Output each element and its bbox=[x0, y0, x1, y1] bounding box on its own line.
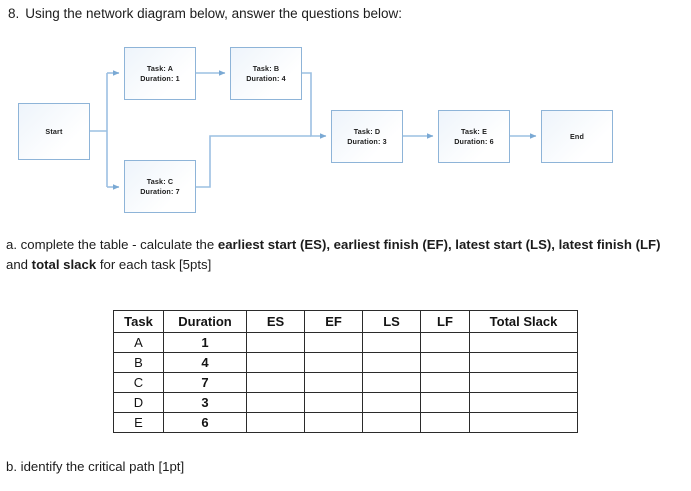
part-a-bold-slack: total slack bbox=[31, 257, 97, 272]
cell-lf[interactable] bbox=[420, 392, 470, 413]
part-a-seg3: for each task [5pts] bbox=[96, 257, 212, 272]
cell-ls[interactable] bbox=[362, 372, 421, 393]
cell-slack[interactable] bbox=[469, 372, 578, 393]
table-row: E 6 bbox=[113, 412, 578, 433]
question-prompt: Using the network diagram below, answer … bbox=[25, 6, 402, 21]
cell-ef[interactable] bbox=[304, 332, 363, 353]
node-end-label: End bbox=[569, 131, 585, 141]
node-a-duration: Duration: 1 bbox=[140, 73, 180, 83]
table-row: A 1 bbox=[113, 332, 578, 353]
cell-es[interactable] bbox=[246, 392, 305, 413]
node-start-label: Start bbox=[45, 126, 63, 136]
cell-ef[interactable] bbox=[304, 412, 363, 433]
cell-task: A bbox=[113, 332, 164, 353]
cell-lf[interactable] bbox=[420, 412, 470, 433]
cell-es[interactable] bbox=[246, 372, 305, 393]
part-b-instructions: b. identify the critical path [1pt] bbox=[6, 459, 185, 474]
diagram-node-task-a[interactable]: Task: A Duration: 1 bbox=[124, 47, 196, 100]
cell-task: E bbox=[113, 412, 164, 433]
edge-b-to-d bbox=[302, 72, 327, 139]
diagram-node-end[interactable]: End bbox=[541, 110, 613, 163]
table-row: D 3 bbox=[113, 392, 578, 413]
cell-ef[interactable] bbox=[304, 352, 363, 373]
cell-slack[interactable] bbox=[469, 412, 578, 433]
cell-slack[interactable] bbox=[469, 332, 578, 353]
question-heading: 8. Using the network diagram below, answe… bbox=[8, 5, 402, 23]
diagram-node-task-e[interactable]: Task: E Duration: 6 bbox=[438, 110, 510, 163]
cell-slack[interactable] bbox=[469, 352, 578, 373]
cell-duration: 3 bbox=[163, 392, 247, 413]
col-header-task: Task bbox=[113, 310, 164, 333]
diagram-node-task-b[interactable]: Task: B Duration: 4 bbox=[230, 47, 302, 100]
cell-ls[interactable] bbox=[362, 352, 421, 373]
node-c-task: Task: C bbox=[146, 176, 174, 186]
col-header-total-slack: Total Slack bbox=[469, 310, 578, 333]
diagram-node-start[interactable]: Start bbox=[18, 103, 90, 160]
col-header-lf: LF bbox=[420, 310, 470, 333]
cell-lf[interactable] bbox=[420, 352, 470, 373]
node-e-task: Task: E bbox=[460, 126, 488, 136]
cell-lf[interactable] bbox=[420, 332, 470, 353]
cell-task: D bbox=[113, 392, 164, 413]
node-d-task: Task: D bbox=[353, 126, 381, 136]
node-e-duration: Duration: 6 bbox=[454, 136, 494, 146]
cell-ls[interactable] bbox=[362, 332, 421, 353]
table-header-row: Task Duration ES EF LS LF Total Slack bbox=[113, 310, 578, 333]
cell-ls[interactable] bbox=[362, 392, 421, 413]
node-c-duration: Duration: 7 bbox=[140, 186, 180, 196]
part-a-seg1: a. complete the table - calculate the bbox=[6, 237, 218, 252]
cell-task: C bbox=[113, 372, 164, 393]
cell-es[interactable] bbox=[246, 412, 305, 433]
cell-task: B bbox=[113, 352, 164, 373]
cell-ls[interactable] bbox=[362, 412, 421, 433]
diagram-node-task-d[interactable]: Task: D Duration: 3 bbox=[331, 110, 403, 163]
diagram-connectors bbox=[90, 70, 537, 190]
schedule-table-container: Task Duration ES EF LS LF Total Slack A … bbox=[113, 310, 578, 433]
table-row: C 7 bbox=[113, 372, 578, 393]
node-b-duration: Duration: 4 bbox=[246, 73, 286, 83]
table-row: B 4 bbox=[113, 352, 578, 373]
cell-ef[interactable] bbox=[304, 392, 363, 413]
question-number: 8. bbox=[8, 6, 20, 21]
part-a-instructions: a. complete the table - calculate the ea… bbox=[6, 235, 684, 275]
node-d-duration: Duration: 3 bbox=[347, 136, 387, 146]
diagram-node-task-c[interactable]: Task: C Duration: 7 bbox=[124, 160, 196, 213]
cell-lf[interactable] bbox=[420, 372, 470, 393]
cell-ef[interactable] bbox=[304, 372, 363, 393]
schedule-table: Task Duration ES EF LS LF Total Slack A … bbox=[113, 310, 578, 433]
cell-es[interactable] bbox=[246, 332, 305, 353]
edge-c-to-d bbox=[196, 135, 311, 188]
cell-duration: 4 bbox=[163, 352, 247, 373]
part-a-bold-terms: earliest start (ES), earliest finish (EF… bbox=[217, 237, 661, 252]
part-a-seg2: and bbox=[6, 257, 32, 272]
col-header-duration: Duration bbox=[163, 310, 247, 333]
cell-duration: 1 bbox=[163, 332, 247, 353]
col-header-ef: EF bbox=[304, 310, 363, 333]
cell-duration: 7 bbox=[163, 372, 247, 393]
cell-slack[interactable] bbox=[469, 392, 578, 413]
node-b-task: Task: B bbox=[252, 63, 280, 73]
cell-duration: 6 bbox=[163, 412, 247, 433]
cell-es[interactable] bbox=[246, 352, 305, 373]
node-a-task: Task: A bbox=[146, 63, 174, 73]
col-header-ls: LS bbox=[362, 310, 421, 333]
network-diagram: Start Task: A Duration: 1 Task: B Durati… bbox=[0, 40, 691, 225]
col-header-es: ES bbox=[246, 310, 305, 333]
